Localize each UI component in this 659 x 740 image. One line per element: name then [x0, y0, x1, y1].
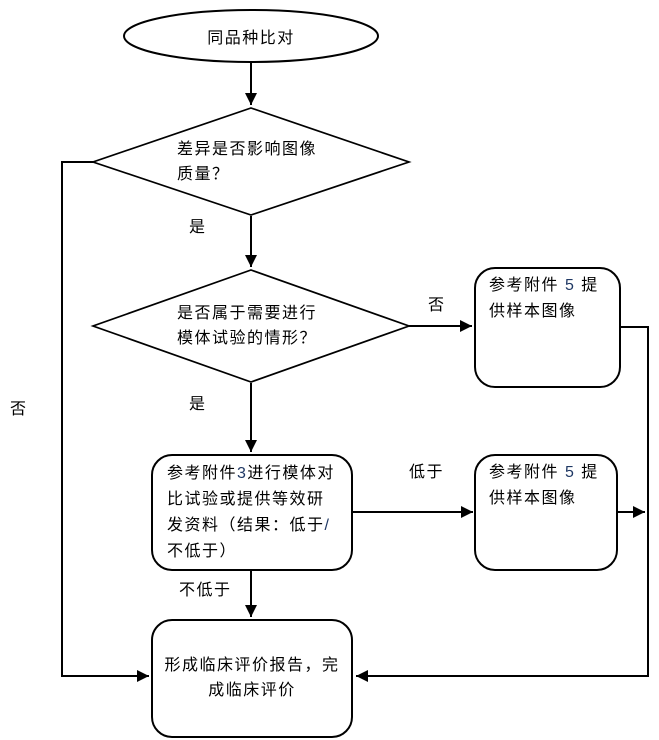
- phantom-compare-line1-pre: 参考附件: [167, 465, 238, 482]
- sample-image-mid-line1: 参考附件 5 提: [489, 460, 614, 486]
- start-node-label: 同品种比对: [124, 12, 378, 60]
- edge-label-no-left: 否: [10, 401, 28, 418]
- phantom-compare-line1-post: 进行模体对: [247, 465, 335, 482]
- decision-phantom-test-line1: 是否属于需要进行: [177, 305, 318, 322]
- final-report-shape: [151, 619, 353, 738]
- sample-image-top-label: 参考附件 5 提 供样本图像: [489, 273, 614, 325]
- decision-phantom-test-shape: [90, 269, 412, 383]
- sample-image-top-line1-post: 提: [575, 277, 599, 294]
- sample-image-mid-line1-post: 提: [575, 464, 599, 481]
- sample-image-top-line1-pre: 参考附件: [489, 277, 565, 294]
- decision-image-quality-label: 差异是否影响图像 质量？: [93, 110, 409, 214]
- edge-label-no-right: 否: [428, 297, 446, 314]
- phantom-compare-line4: 不低于）: [167, 543, 238, 560]
- sample-image-top-line1-num: 5: [564, 277, 576, 294]
- phantom-compare-line3: 发资料（结果：低于/: [167, 513, 351, 539]
- phantom-compare-line1: 参考附件3进行模体对: [167, 461, 351, 487]
- sample-image-mid-line1-num: 5: [564, 464, 576, 481]
- phantom-compare-label: 参考附件3进行模体对 比试验或提供等效研 发资料（结果：低于/ 不低于）: [167, 461, 351, 565]
- decision-image-quality-line2: 质量？: [177, 166, 230, 183]
- phantom-compare-line1-num: 3: [237, 465, 248, 482]
- connector-sample-top-to-final: [356, 326, 649, 682]
- start-node-text: 同品种比对: [207, 30, 295, 47]
- edge-label-yes-2: 是: [189, 396, 207, 413]
- decision-phantom-test-line2: 模体试验的情形？: [177, 330, 318, 347]
- final-report-label: 形成临床评价报告，完 成临床评价: [152, 622, 352, 734]
- edge-label-lower: 低于: [409, 464, 445, 481]
- sample-image-mid-line1-pre: 参考附件: [489, 464, 565, 481]
- sample-image-mid-shape: [474, 454, 618, 571]
- sample-image-top-shape: [474, 267, 621, 388]
- sample-image-mid-label: 参考附件 5 提 供样本图像: [489, 460, 614, 512]
- connector-no-left-to-final: [61, 161, 149, 682]
- sample-image-mid-line2: 供样本图像: [489, 490, 577, 507]
- phantom-compare-line2: 比试验或提供等效研: [167, 491, 325, 508]
- phantom-compare-line3-pre: 发资料（结果：低于: [167, 517, 325, 534]
- decision-image-quality-shape: [90, 107, 412, 216]
- start-node-shape: [123, 9, 379, 63]
- final-report-line1: 形成临床评价报告，完: [164, 657, 340, 674]
- final-report-line2: 成临床评价: [208, 682, 296, 699]
- edge-label-not-lower: 不低于: [179, 582, 232, 599]
- sample-image-top-line1: 参考附件 5 提: [489, 273, 614, 299]
- sample-image-top-line2: 供样本图像: [489, 303, 577, 320]
- decision-phantom-test-label: 是否属于需要进行 模体试验的情形？: [93, 272, 409, 380]
- decision-image-quality-line1: 差异是否影响图像: [177, 141, 318, 158]
- phantom-compare-line3-slash: /: [324, 517, 331, 534]
- phantom-compare-shape: [151, 454, 353, 571]
- edge-label-yes-1: 是: [189, 219, 207, 236]
